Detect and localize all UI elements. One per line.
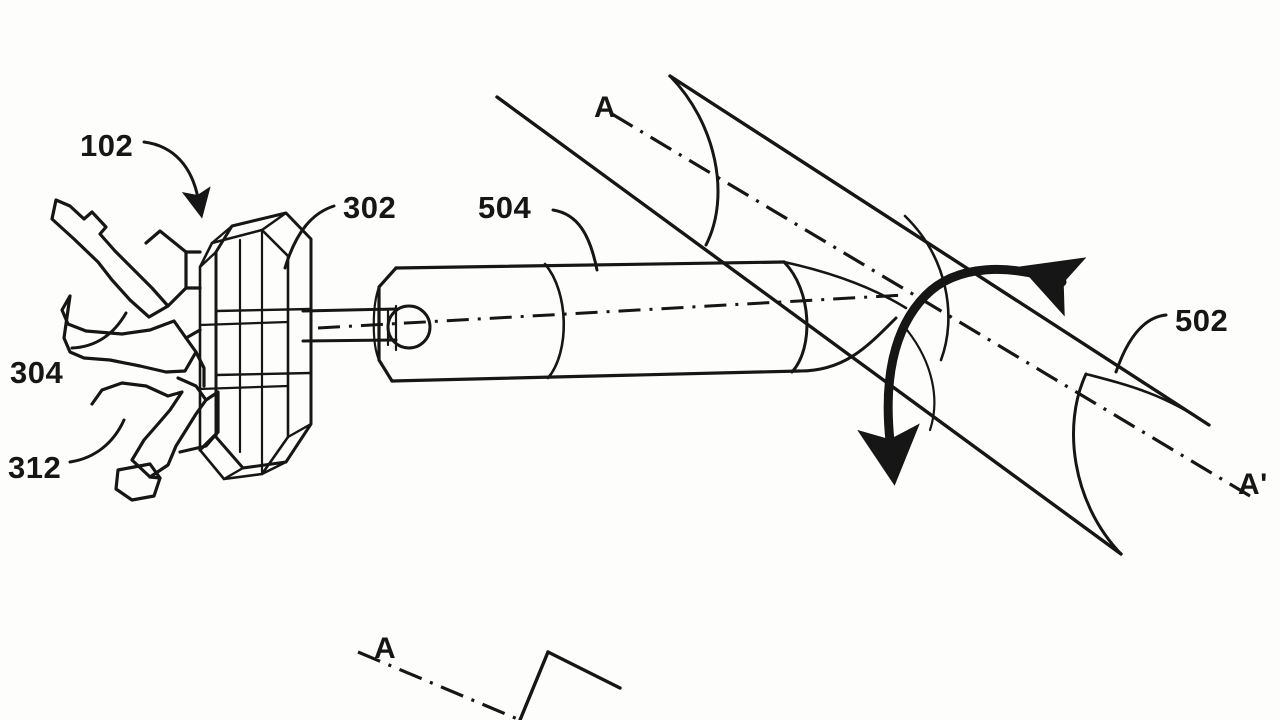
leader-502 xyxy=(1114,313,1168,374)
callout-304: 304 xyxy=(10,355,64,390)
section-label-a-prime: A' xyxy=(1238,468,1268,501)
callout-312: 312 xyxy=(8,450,62,485)
leader-312 xyxy=(68,418,126,464)
section-label-a-bottom: A xyxy=(374,632,397,665)
callout-504: 504 xyxy=(478,190,532,225)
forearm-segment-504 xyxy=(372,260,908,383)
callout-302: 302 xyxy=(343,190,397,225)
lower-figure-fragment xyxy=(518,650,622,720)
gripper-assembly-102 xyxy=(50,198,220,502)
upper-arm-cylinder-502 xyxy=(495,74,1211,556)
leader-504 xyxy=(551,208,599,272)
leader-304 xyxy=(70,311,128,350)
leader-302 xyxy=(283,204,336,270)
wrist-block-302 xyxy=(198,211,313,481)
rotation-arrow xyxy=(857,257,1087,486)
center-axis-dashdot xyxy=(317,293,906,330)
callout-102: 102 xyxy=(80,128,134,163)
callout-502: 502 xyxy=(1175,303,1229,338)
wrist-shaft xyxy=(301,304,432,352)
section-line-a-lower xyxy=(357,650,521,720)
section-label-a-top: A xyxy=(594,91,617,124)
leader-102 xyxy=(142,140,211,219)
